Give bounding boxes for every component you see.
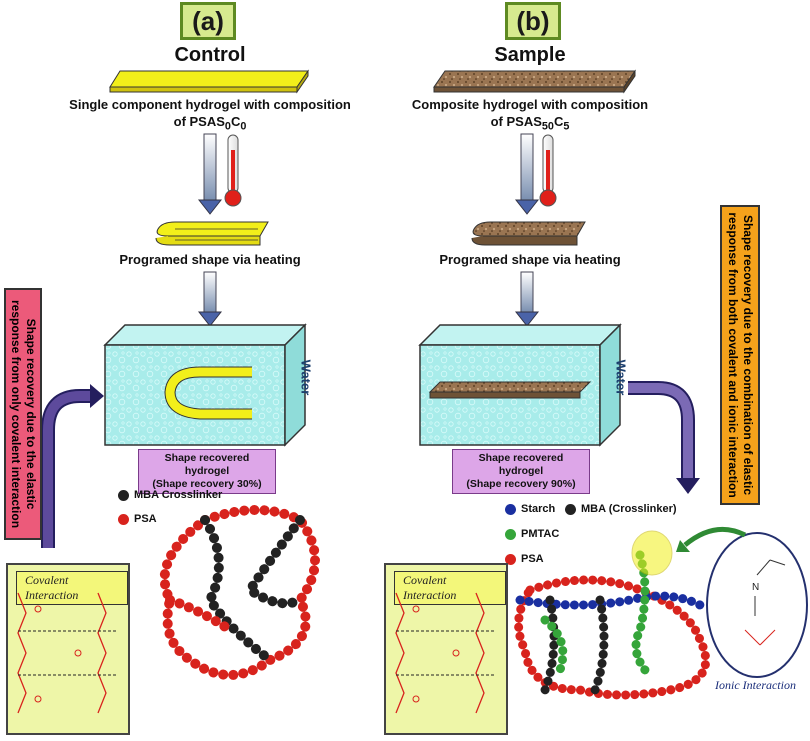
down-arrow-a1 bbox=[197, 133, 223, 215]
recovery-a-line2: (Shape recovery 30%) bbox=[152, 478, 262, 490]
covalent-box-a: Covalent Interaction bbox=[6, 563, 130, 735]
recovery-a-line1: Shape recovered hydrogel bbox=[164, 452, 250, 477]
pmtac-dot-icon bbox=[505, 528, 516, 540]
covalent-structure-a bbox=[17, 592, 118, 714]
down-arrow-a2 bbox=[197, 271, 223, 327]
mba-dot-icon bbox=[565, 503, 576, 515]
down-arrow-b2 bbox=[514, 271, 540, 327]
side-note-a: Shape recovery due to the elastic respon… bbox=[4, 288, 42, 540]
recovery-box-b: Shape recovered hydrogel (Shape recovery… bbox=[452, 449, 590, 494]
caption-a: Single component hydrogel with compositi… bbox=[40, 96, 380, 136]
side-note-b-line2: response from both covalent and ionic in… bbox=[726, 212, 740, 498]
recovery-box-a: Shape recovered hydrogel (Shape recovery… bbox=[138, 449, 276, 494]
side-note-b-line1: Shape recovery due to the combination of… bbox=[741, 214, 755, 496]
down-arrow-b1 bbox=[514, 133, 540, 215]
control-strip bbox=[109, 69, 309, 94]
side-note-a-line2: response from only covalent interaction bbox=[9, 299, 23, 529]
svg-text:N: N bbox=[752, 582, 759, 593]
legend-b-mba: MBA (Crosslinker) bbox=[565, 503, 677, 515]
caption-a-line1: Single component hydrogel with compositi… bbox=[69, 97, 351, 112]
side-note-b: Shape recovery due to the combination of… bbox=[720, 205, 760, 505]
ionic-detail: N bbox=[706, 532, 808, 678]
legend-b-pmtac: PMTAC bbox=[505, 528, 559, 540]
covalent-box-b: Covalent Interaction bbox=[384, 563, 508, 735]
legend-a-mba: MBA Crosslinker bbox=[118, 489, 222, 501]
panel-b-title: Sample bbox=[494, 44, 566, 66]
water-box-b bbox=[418, 323, 622, 447]
caption-a-line2: of PSAS0C0 bbox=[173, 114, 247, 133]
legend-b-starch: Starch bbox=[505, 503, 555, 515]
programmed-b: Programed shape via heating bbox=[439, 252, 621, 267]
polymer-network-a bbox=[159, 505, 320, 680]
psa-dot-icon bbox=[118, 513, 129, 525]
panel-a-title: Control bbox=[174, 44, 246, 66]
programmed-a: Programed shape via heating bbox=[119, 252, 301, 267]
psa-dot-icon bbox=[505, 553, 516, 565]
curved-arrow-b bbox=[628, 381, 700, 494]
control-folded-strip bbox=[155, 221, 269, 246]
covalent-structure-b bbox=[395, 592, 496, 714]
ionic-label: Ionic Interaction bbox=[715, 678, 796, 692]
panel-a-label: (a) bbox=[180, 2, 236, 40]
water-label-b: Water bbox=[613, 359, 629, 396]
water-box-a bbox=[103, 323, 307, 447]
recovery-b-line1: Shape recovered hydrogel bbox=[478, 452, 564, 477]
side-note-a-line1: Shape recovery due to the elastic bbox=[24, 318, 38, 510]
curved-arrow-a bbox=[41, 384, 104, 548]
water-label-a: Water bbox=[298, 359, 314, 396]
caption-b-line2: of PSAS50C5 bbox=[490, 114, 570, 133]
caption-b: Composite hydrogel with composition of P… bbox=[380, 96, 680, 136]
legend-b-psa: PSA bbox=[505, 553, 544, 565]
panel-b-label: (b) bbox=[505, 2, 561, 40]
covalent-title-a: Covalent Interaction bbox=[16, 571, 128, 605]
caption-b-line1: Composite hydrogel with composition bbox=[411, 97, 649, 112]
thermometer-icon bbox=[224, 134, 242, 207]
legend-a-psa: PSA bbox=[118, 513, 157, 525]
covalent-title-b: Covalent Interaction bbox=[394, 571, 506, 605]
thermometer-icon bbox=[539, 134, 557, 207]
mba-dot-icon bbox=[118, 489, 129, 501]
starch-dot-icon bbox=[505, 503, 516, 515]
ionic-arrow bbox=[676, 526, 747, 552]
sample-folded-strip bbox=[471, 221, 586, 246]
polymer-network-b bbox=[514, 530, 711, 700]
sample-strip bbox=[433, 69, 636, 94]
recovery-b-line2: (Shape recovery 90%) bbox=[466, 478, 576, 490]
